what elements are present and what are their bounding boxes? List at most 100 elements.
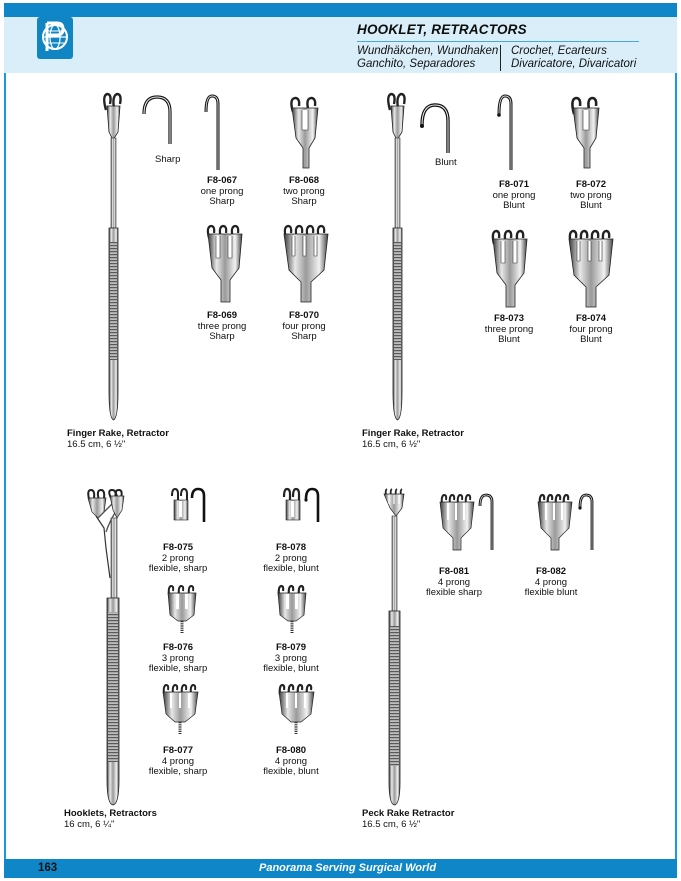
product-tip: Sharp [291, 196, 317, 207]
product-desc: two prong [283, 185, 325, 197]
f8-081-image [439, 493, 494, 551]
f8-068-image [290, 96, 319, 169]
f8-076-image [167, 584, 197, 633]
subtitle-divider [500, 45, 501, 71]
page-title: HOOKLET, RETRACTORS [357, 22, 527, 37]
subtitle-french: Crochet, Ecarteurs [511, 45, 607, 57]
f8-078-label: F8-078 2 prong flexible, blunt [246, 542, 336, 575]
product-code: F8-080 [275, 745, 307, 756]
f8-068-label: F8-068 two prong Sharp [259, 175, 349, 208]
subtitle-german: Wundhäkchen, Wundhaken [357, 45, 499, 57]
f8-073-label: F8-073 three prong Blunt [464, 313, 554, 346]
f8-073-image [491, 229, 528, 308]
product-code: F8-072 [575, 179, 607, 190]
product-tip: flexible, sharp [148, 563, 208, 574]
product-desc: 4 prong [437, 576, 471, 588]
f8-079-label: F8-079 3 prong flexible, blunt [246, 642, 336, 675]
blunt-tip-closeup [420, 103, 450, 153]
header-band [4, 17, 677, 73]
f8-082-image [537, 493, 594, 551]
page-number: 163 [38, 862, 58, 874]
subtitle-spanish: Ganchito, Separadores [357, 58, 476, 70]
product-code: F8-077 [162, 745, 194, 756]
instrument-name: Hooklets, Retractors [64, 808, 157, 819]
peck-rake-caption: Peck Rake Retractor 16.5 cm, 6 ½" [362, 808, 454, 830]
f8-074-label: F8-074 four prong Blunt [546, 313, 636, 346]
header-top-bar [4, 3, 677, 17]
product-desc: 4 prong [274, 755, 308, 767]
product-desc: 3 prong [274, 652, 308, 664]
f8-078-image [282, 487, 320, 522]
finger-rake-sharp-instrument [103, 92, 122, 421]
product-code: F8-081 [438, 566, 470, 577]
product-desc: one prong [200, 185, 244, 197]
product-desc: one prong [492, 189, 536, 201]
product-code: F8-073 [493, 313, 525, 324]
product-code: F8-076 [162, 642, 194, 653]
f8-080-label: F8-080 4 prong flexible, blunt [246, 745, 336, 778]
product-desc: 2 prong [274, 552, 308, 564]
f8-075-label: F8-075 2 prong flexible, sharp [133, 542, 223, 575]
product-code: F8-082 [535, 566, 567, 577]
instrument-size: 16 cm, 6 ¼" [64, 819, 115, 830]
product-desc: 3 prong [161, 652, 195, 664]
f8-067-label: F8-067 one prong Sharp [177, 175, 267, 208]
product-tip: Blunt [580, 334, 602, 345]
f8-081-label: F8-081 4 prong flexible sharp [409, 566, 499, 599]
sharp-note: Sharp [155, 154, 181, 165]
f8-069-image [206, 224, 243, 303]
title-rule [357, 41, 639, 42]
product-tip: Sharp [209, 331, 235, 342]
footer-bar [4, 859, 677, 878]
hooklets-caption: Hooklets, Retractors 16 cm, 6 ¼" [64, 808, 157, 830]
instrument-size: 16.5 cm, 6 ½" [362, 819, 421, 830]
f8-077-label: F8-077 4 prong flexible, sharp [133, 745, 223, 778]
blunt-note: Blunt [435, 157, 457, 168]
f8-080-image [278, 683, 315, 734]
f8-071-label: F8-071 one prong Blunt [469, 179, 559, 212]
product-desc: 2 prong [161, 552, 195, 564]
hooklets-instrument [87, 488, 125, 806]
product-desc: 4 prong [534, 576, 568, 588]
subtitle-italian: Divaricatore, Divaricatori [511, 58, 637, 70]
product-desc: three prong [484, 323, 534, 335]
product-code: F8-074 [575, 313, 607, 324]
f8-067-image [204, 94, 220, 170]
product-tip: Sharp [291, 331, 317, 342]
f8-074-image [568, 229, 614, 308]
product-tip: flexible sharp [426, 587, 482, 598]
product-code: F8-071 [498, 179, 530, 190]
product-tip: flexible, blunt [263, 663, 319, 674]
f8-082-label: F8-082 4 prong flexible blunt [506, 566, 596, 599]
f8-072-label: F8-072 two prong Blunt [546, 179, 636, 212]
product-desc: 4 prong [161, 755, 195, 767]
instrument-name: Finger Rake, Retractor [67, 428, 169, 439]
product-desc: three prong [197, 320, 247, 332]
f8-071-image [497, 94, 513, 170]
f8-072-image [571, 96, 600, 169]
finger-rake-blunt-instrument [387, 92, 406, 421]
f8-076-label: F8-076 3 prong flexible, sharp [133, 642, 223, 675]
finger-rake-sharp-caption: Finger Rake, Retractor 16.5 cm, 6 ½" [67, 428, 169, 450]
f8-069-label: F8-069 three prong Sharp [177, 310, 267, 343]
product-desc: four prong [282, 320, 326, 332]
instrument-size: 16.5 cm, 6 ½" [362, 439, 421, 450]
f8-077-image [162, 683, 199, 734]
product-code: F8-070 [288, 310, 320, 321]
product-tip: Blunt [580, 200, 602, 211]
f8-079-image [277, 584, 307, 633]
f8-070-label: F8-070 four prong Sharp [259, 310, 349, 343]
sharp-tip-closeup [142, 95, 172, 144]
instrument-size: 16.5 cm, 6 ½" [67, 439, 126, 450]
product-code: F8-078 [275, 542, 307, 553]
instrument-name: Peck Rake Retractor [362, 808, 455, 819]
product-code: F8-079 [275, 642, 307, 653]
product-desc: two prong [570, 189, 612, 201]
product-tip: flexible blunt [524, 587, 578, 598]
product-tip: flexible, blunt [263, 766, 319, 777]
footer-slogan: Panorama Serving Surgical World [259, 862, 437, 874]
product-code: F8-068 [288, 175, 320, 186]
product-code: F8-067 [206, 175, 238, 186]
f8-075-image [171, 487, 206, 522]
product-tip: Blunt [498, 334, 520, 345]
